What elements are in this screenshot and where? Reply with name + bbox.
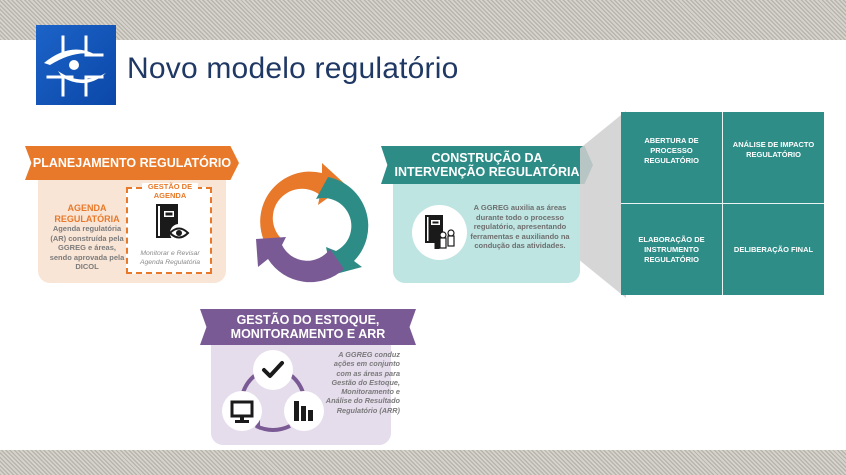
step-elaboracao-instrumento: ELABORAÇÃO DE INSTRUMENTO REGULATÓRIO (621, 204, 722, 295)
steps-grid: ABERTURA DE PROCESSO REGULATÓRIO ANÁLISE… (621, 112, 824, 295)
construcao-banner: CONSTRUÇÃO DA INTERVENÇÃO REGULATÓRIA (381, 146, 593, 184)
agenda-description: Agenda regulatória (AR) construída pela … (49, 224, 125, 271)
step-deliberacao-final: DELIBERAÇÃO FINAL (723, 204, 824, 295)
monitor-icon (222, 391, 262, 431)
book-people-icon (412, 205, 467, 260)
page-title: Novo modelo regulatório (127, 52, 459, 85)
book-eye-icon (154, 203, 190, 245)
construcao-banner-line2: INTERVENÇÃO REGULATÓRIA (394, 165, 580, 179)
estoque-description: A GGREG conduz ações em conjunto com as … (325, 350, 400, 415)
construcao-banner-line1: CONSTRUÇÃO DA (431, 150, 543, 165)
construcao-description: A GGREG auxilia as áreas durante todo o … (470, 203, 570, 250)
checkmark-icon (253, 350, 293, 390)
bar-chart-icon (284, 391, 324, 431)
cycle-arrows-icon (244, 155, 376, 287)
planejamento-banner: PLANEJAMENTO REGULATÓRIO (25, 146, 239, 180)
gestao-agenda-caption: Monitorar e Revisar Agenda Regulatória (139, 250, 201, 266)
step-analise-impacto: ANÁLISE DE IMPACTO REGULATÓRIO (723, 112, 824, 203)
estoque-banner-line2: MONITORAMENTO E ARR (230, 327, 386, 341)
top-decorative-stripe (0, 0, 846, 40)
anvisa-logo-icon (36, 25, 116, 105)
callout-connector (580, 111, 626, 298)
step-abertura-processo: ABERTURA DE PROCESSO REGULATÓRIO (621, 112, 722, 203)
estoque-banner: GESTÃO DO ESTOQUE, MONITORAMENTO E ARR (200, 309, 416, 345)
agenda-title-line1: AGENDA (67, 203, 107, 213)
agenda-title-line2: REGULATÓRIA (54, 213, 120, 224)
bottom-decorative-stripe (0, 450, 846, 475)
agenda-regulatoria-text: AGENDA REGULATÓRIA Agenda regulatória (A… (46, 203, 128, 272)
gestao-agenda-label: GESTÃO DE AGENDA (142, 182, 198, 200)
estoque-banner-line1: GESTÃO DO ESTOQUE, (236, 312, 380, 327)
gestao-agenda-box: GESTÃO DE AGENDA Monitorar e Revisar Age… (126, 182, 212, 274)
